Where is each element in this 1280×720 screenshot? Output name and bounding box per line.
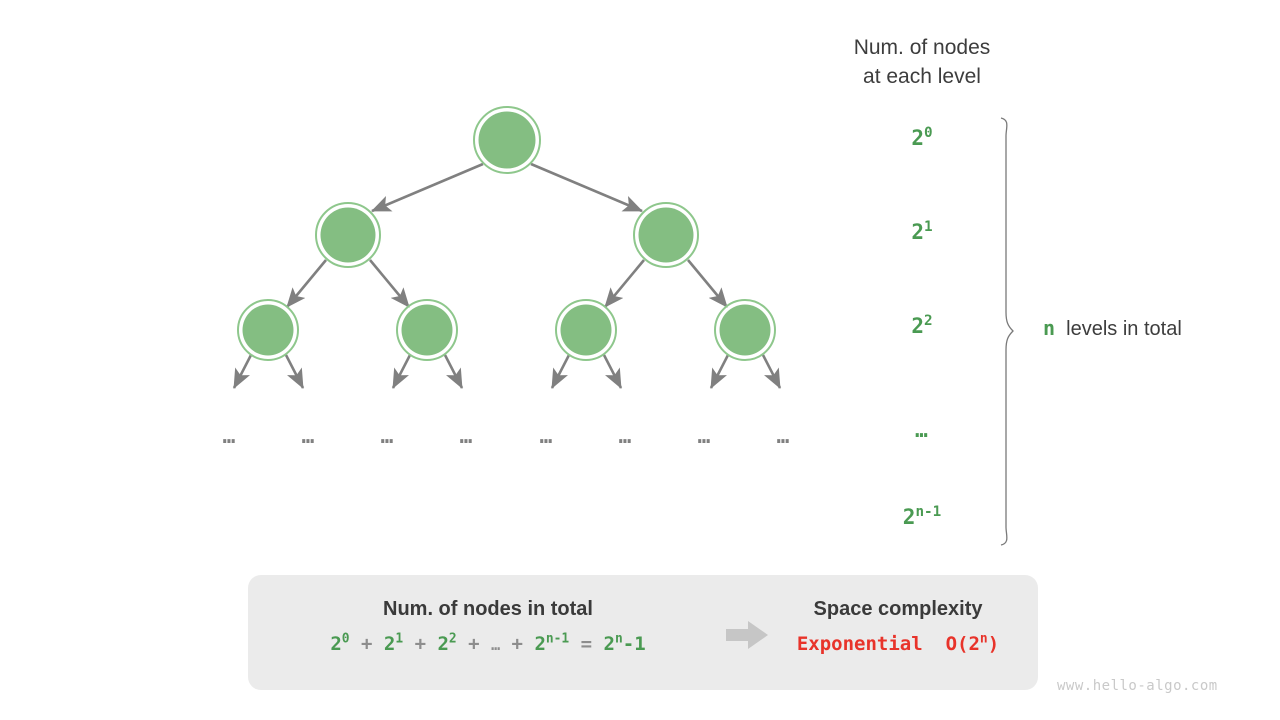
- tree-edges-level-0-to-1: [371, 162, 643, 213]
- tree-edges-level-2-to-ellipsis: [232, 354, 782, 389]
- tree-edge: [603, 259, 646, 308]
- tree-node-ring: [714, 299, 776, 361]
- tree-node-ring: [315, 202, 381, 268]
- tree-edge: [371, 162, 484, 213]
- summary-right-heading: Space complexity: [813, 598, 983, 620]
- legend-title: Num. of nodes at each level: [853, 36, 991, 88]
- level-count-label-1: 21: [911, 219, 933, 244]
- level-count-label-last: 2n-1: [902, 504, 942, 529]
- complexity-word: Exponential: [796, 633, 923, 655]
- tree-ellipsis: …: [223, 424, 236, 448]
- level-count-label-0: 20: [911, 125, 933, 150]
- tree-edge-stub: [232, 354, 253, 389]
- tree-ellipsis: …: [698, 424, 711, 448]
- tree-edges-level-1-to-2: [285, 259, 729, 308]
- tree-ellipsis: …: [460, 424, 473, 448]
- tree-node-level-0: [473, 106, 541, 174]
- levels-total-variable: n: [1043, 316, 1056, 340]
- tree-ellipsis: …: [381, 424, 394, 448]
- tree-node-ring: [633, 202, 699, 268]
- tree-edge-stub: [550, 354, 571, 389]
- tree-node: [401, 304, 453, 356]
- tree-edge-stub: [602, 354, 623, 389]
- tree-edge: [368, 259, 411, 308]
- tree-edge-stub: [709, 354, 730, 389]
- tree-ellipsis-row: … … … … … … … …: [223, 424, 790, 448]
- levels-total-text: levels in total: [1066, 318, 1182, 340]
- tree-node-ring: [237, 299, 299, 361]
- tree-node-level-2: [237, 299, 776, 361]
- level-count-label-2: 22: [911, 313, 933, 338]
- summary-complexity-result: Exponential O(2n): [796, 631, 1000, 655]
- tree-edge: [530, 162, 643, 213]
- tree-node: [478, 111, 536, 169]
- tree-node-ring: [555, 299, 617, 361]
- tree-ellipsis: …: [540, 424, 553, 448]
- tree-edge: [285, 259, 328, 308]
- summary-left-heading: Num. of nodes in total: [383, 598, 593, 620]
- tree-node: [719, 304, 771, 356]
- tree-node: [242, 304, 294, 356]
- tree-edge-stub: [391, 354, 412, 389]
- tree-node-ring: [396, 299, 458, 361]
- tree-node: [320, 207, 376, 263]
- summary-formula: 20 + 21 + 22 + … + 2n-1 = 2n-1: [330, 631, 646, 655]
- tree-node-ring: [473, 106, 541, 174]
- tree-edge-stub: [284, 354, 305, 389]
- level-count-label-ellipsis: …: [915, 418, 929, 442]
- tree-ellipsis: …: [777, 424, 790, 448]
- tree-ellipsis: …: [619, 424, 632, 448]
- summary-left-column: Num. of nodes in total 20 + 21 + 22 + … …: [268, 598, 708, 655]
- tree-node: [638, 207, 694, 263]
- tree-edge-stub: [443, 354, 464, 389]
- watermark-text: www.hello-algo.com: [1057, 678, 1218, 694]
- tree-edge: [686, 259, 729, 308]
- summary-arrow-icon: [726, 621, 768, 649]
- levels-total-note: n levels in total: [1043, 316, 1182, 341]
- summary-right-column: Space complexity Exponential O(2n): [778, 598, 1018, 655]
- tree-ellipsis: …: [302, 424, 315, 448]
- levels-brace: [1000, 117, 1014, 546]
- tree-node: [560, 304, 612, 356]
- tree-edge-stub: [761, 354, 782, 389]
- tree-node-level-1: [315, 202, 699, 268]
- summary-panel: Num. of nodes in total 20 + 21 + 22 + … …: [248, 575, 1038, 690]
